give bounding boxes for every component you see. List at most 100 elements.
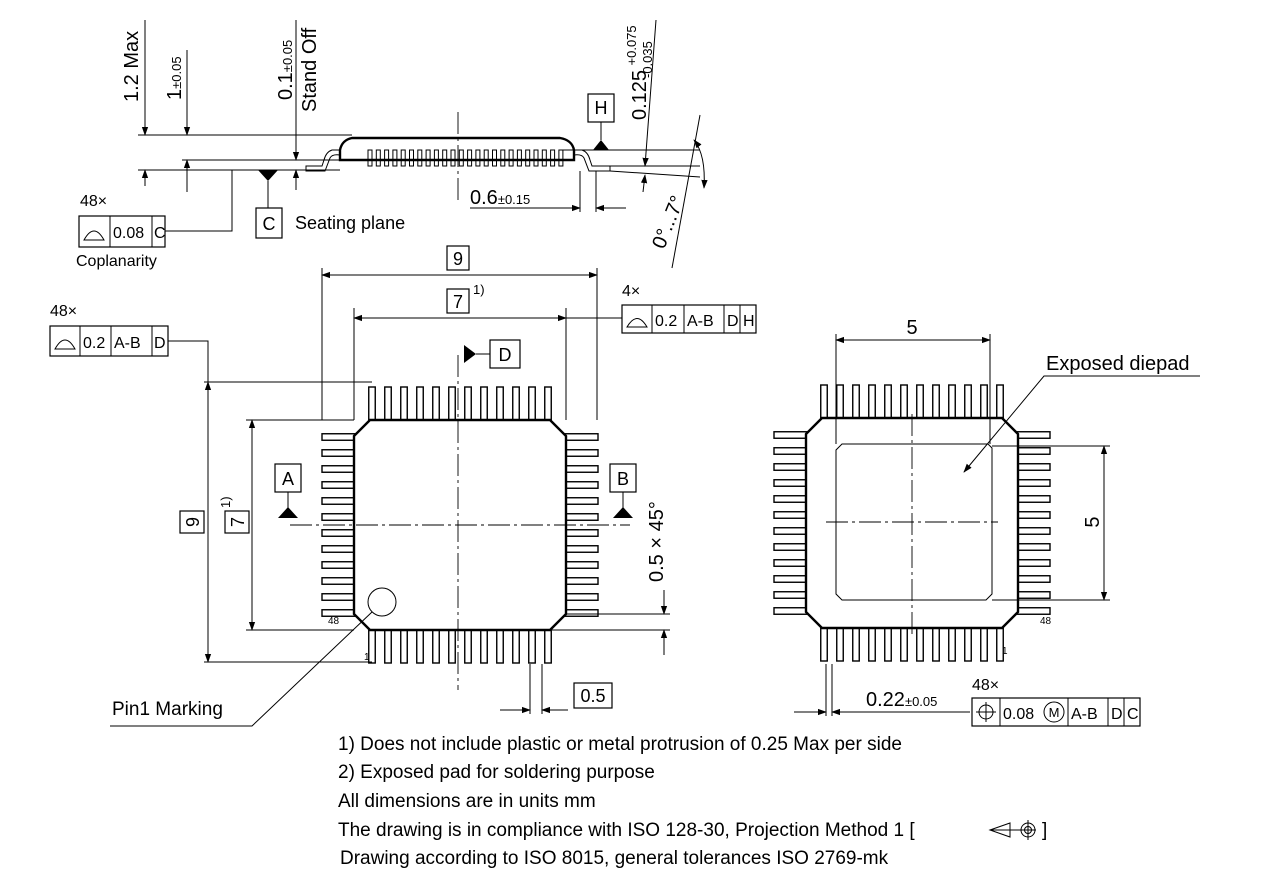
bottom-lead-top: [964, 384, 972, 420]
corner-profile-value: 0.2: [655, 313, 677, 330]
top-lead-bottom: [384, 628, 392, 664]
top-lead-right: [563, 433, 599, 441]
position-datum-3: C: [1127, 706, 1139, 723]
top-lead-top: [544, 386, 552, 422]
lead-width-value: 0.22: [866, 689, 905, 711]
side-lead-tick: [467, 149, 473, 167]
coplanarity-label: Coplanarity: [76, 253, 157, 270]
bottom-lead-right: [1015, 575, 1051, 583]
svg-text:1±0.05: 1±0.05: [164, 56, 186, 100]
corner-profile-datum-3: H: [743, 313, 755, 330]
note-3: All dimensions are in units mm: [338, 791, 596, 812]
side-lead-tick: [450, 149, 456, 167]
bottom-lead-right: [1015, 447, 1051, 455]
top-lead-right: [563, 593, 599, 601]
datum-a-label: A: [282, 469, 294, 489]
bottom-lead-right: [1015, 527, 1051, 535]
top-lead-right: [563, 609, 599, 617]
side-lead-tick: [541, 149, 547, 167]
side-lead-tick: [475, 149, 481, 167]
datum-h-box: [587, 93, 615, 123]
position-datum-2: D: [1111, 706, 1123, 723]
top-lead-top: [480, 386, 488, 422]
datum-d-box: [489, 339, 521, 369]
top-lead-bottom: [464, 628, 472, 664]
bottom-lead-left: [773, 527, 809, 535]
bottom-lead-bottom: [820, 626, 828, 662]
bottom-lead-top: [948, 384, 956, 420]
side-lead-tick: [458, 149, 464, 167]
top-lead-left: [321, 529, 357, 537]
exposed-pad-outline: [835, 443, 993, 601]
top-lead-top: [432, 386, 440, 422]
bottom-lead-top: [852, 384, 860, 420]
bottom-lead-right: [1015, 495, 1051, 503]
side-lead-tick: [492, 149, 497, 167]
outer-height-label: 9: [183, 517, 203, 527]
body-width-label: 7: [453, 292, 463, 312]
lead-thickness-tol-minus: -0.035: [640, 41, 655, 78]
datum-a-box: [274, 463, 302, 493]
note-2: 2) Exposed pad for soldering purpose: [338, 762, 655, 783]
note-4: The drawing is in compliance with ISO 12…: [338, 820, 915, 841]
bottom-lead-left: [773, 495, 809, 503]
top-lead-right: [563, 513, 599, 521]
datum-c-label: C: [263, 214, 276, 234]
side-lead-tick: [375, 149, 381, 167]
top-lead-right: [563, 545, 599, 553]
side-lead-ticks: [367, 149, 564, 167]
side-view: H 1.2 Max 1±0.05 0.1±0.05 Stand Off 0.12…: [76, 19, 708, 270]
coplanarity-value: 0.08: [113, 225, 144, 242]
projection-method-icon: [988, 820, 1036, 840]
bottom-lead-bottom: [916, 626, 924, 662]
bottom-lead-bottom: [900, 626, 908, 662]
bottom-lead-left: [773, 607, 809, 615]
top-lead-top: [368, 386, 376, 422]
side-lead-tick: [483, 149, 489, 167]
top-view: 9 7 1) 4× 0.2 A-B D H D 48× 0.2: [49, 245, 757, 727]
datum-d-marker: [464, 345, 476, 363]
datum-b-label: B: [617, 469, 629, 489]
top-lead-top: [512, 386, 520, 422]
side-lead-tick: [533, 149, 539, 167]
bottom-lead-top: [900, 384, 908, 420]
corner-profile-datum-2: D: [727, 313, 739, 330]
profile-icon: [54, 339, 76, 350]
top-lead-bottom: [368, 628, 376, 664]
bottom-lead-right: [1015, 479, 1051, 487]
svg-text:0.6±0.15: 0.6±0.15: [470, 187, 530, 209]
profile-datum-1: A-B: [114, 335, 141, 352]
position-datum-1: A-B: [1071, 706, 1098, 723]
side-lead-tick: [367, 149, 373, 167]
top-lead-left: [321, 433, 357, 441]
top-lead-left: [321, 481, 357, 489]
side-lead-tick: [442, 149, 448, 167]
outer-width-label: 9: [453, 249, 463, 269]
seating-plane-label: Seating plane: [295, 213, 405, 233]
body-height-note: 1): [218, 496, 233, 508]
bottom-lead-top: [836, 384, 844, 420]
corner-profile-datum-1: A-B: [687, 313, 714, 330]
bottom-view: 5 5 Exposed diepad 0.22±0.05 48× 0.08 M …: [773, 317, 1200, 727]
bottom-lead-top: [980, 384, 988, 420]
top-lead-left: [321, 545, 357, 553]
top-lead-bottom: [480, 628, 488, 664]
body-height-label: 1: [164, 89, 186, 100]
side-lead-tick: [400, 149, 406, 167]
bottom-lead-right: [1015, 511, 1051, 519]
top-lead-top: [448, 386, 456, 422]
top-lead-left: [321, 577, 357, 585]
pad-width-label: 5: [906, 317, 917, 339]
corner-profile-count: 4×: [622, 283, 640, 300]
bottom-lead-bottom: [932, 626, 940, 662]
top-lead-top: [400, 386, 408, 422]
svg-text:0.125 +0.075: 0.125 +0.075: [624, 25, 651, 120]
bottom-lead-left: [773, 511, 809, 519]
lead-thickness-tol-plus: +0.075: [624, 25, 639, 65]
standoff-tol: ±0.05: [280, 40, 295, 72]
top-lead-bottom: [448, 628, 456, 664]
side-lead-tick: [417, 149, 423, 167]
bottom-lead-right: [1015, 543, 1051, 551]
pin1-leader: [110, 611, 373, 727]
